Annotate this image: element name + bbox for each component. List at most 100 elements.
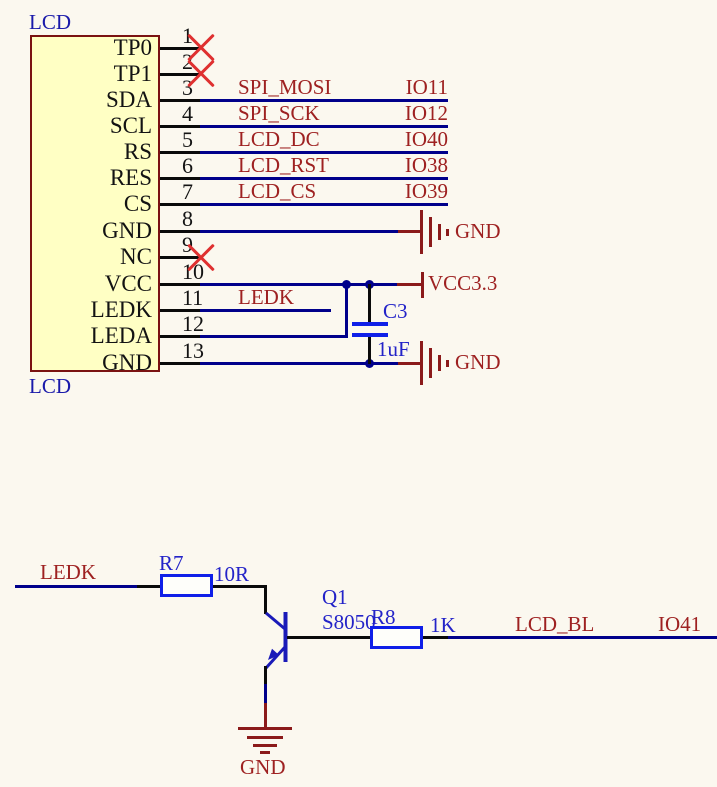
pin-9-stub[interactable] [160,256,200,259]
pin-number: 6 [182,153,193,178]
pin-name: RS [123,139,152,164]
pin-11-stub[interactable] [160,309,200,312]
cap-designator[interactable]: C3 [383,299,408,323]
pin-number: 8 [182,206,193,231]
gnd-bar [238,727,292,730]
pin-5-stub[interactable] [160,151,200,154]
wire-lcd-rst[interactable] [200,177,448,180]
gnd-power-label[interactable]: GND [240,755,286,779]
lcd-designator-top[interactable]: LCD [29,10,71,34]
net-label[interactable]: LEDK [238,285,294,309]
gnd-symbol-pin13[interactable] [398,362,420,365]
pin-number: 10 [182,259,204,284]
wire-emitter-gnd[interactable] [264,684,267,704]
io-label[interactable]: IO11 [405,75,448,99]
r7-pin-left [137,585,160,588]
r8-value[interactable]: 1K [430,613,456,637]
net-label[interactable]: SPI_SCK [238,101,320,125]
pin-number: 5 [182,127,193,152]
pin-2-stub[interactable] [160,73,200,76]
capacitor-c3[interactable] [352,322,388,326]
net-label[interactable]: SPI_MOSI [238,75,332,99]
emitter-arrow-icon [268,648,279,660]
pin-name: LEDK [90,297,152,322]
cap-value[interactable]: 1uF [377,337,410,361]
pin-10-stub[interactable] [160,283,200,286]
pin-name: RES [109,165,152,190]
io-label[interactable]: IO39 [404,179,448,203]
io-label[interactable]: IO38 [404,153,448,177]
net-label[interactable]: LEDK [40,560,96,584]
wire-pin13-gnd[interactable] [200,362,398,365]
lcd-designator-bottom[interactable]: LCD [29,374,71,398]
vcc-symbol[interactable] [397,283,422,286]
junction-dot [342,280,351,289]
pin-7-stub[interactable] [160,203,200,206]
pin-number: 3 [182,75,193,100]
wire-lcd-dc[interactable] [200,151,448,154]
wire-spi-sck[interactable] [200,125,448,128]
wire-pin8-gnd[interactable] [200,230,398,233]
pin-6-stub[interactable] [160,177,200,180]
gnd-symbol-stem[interactable] [264,703,267,729]
transistor-q1[interactable] [250,600,295,675]
no-connect-x-icon [187,243,215,271]
wire-r7-collector[interactable] [213,585,267,588]
net-label[interactable]: LCD_RST [238,153,330,177]
pin-number: 7 [182,179,193,204]
wire-lcd-bl[interactable] [448,636,717,639]
wire-pin12-leda[interactable] [200,335,348,338]
vcc-power-label[interactable]: VCC3.3 [428,271,498,295]
resistor-r7[interactable] [160,574,213,597]
no-connect-x-icon [187,59,215,87]
gnd-power-label[interactable]: GND [455,350,501,374]
net-label[interactable]: LCD_BL [515,612,595,636]
capacitor-c3-plate[interactable] [352,333,388,337]
r7-value[interactable]: 10R [214,562,250,586]
pin-12-stub[interactable] [160,335,200,338]
pin-number: 11 [182,285,204,310]
pin-13-stub[interactable] [160,362,200,365]
gnd-power-label[interactable]: GND [455,219,501,243]
pin-1-stub[interactable] [160,47,200,50]
gnd-bar [247,736,283,739]
net-label[interactable]: LCD_DC [238,127,320,151]
r7-designator[interactable]: R7 [159,551,184,575]
r8-designator[interactable]: R8 [371,605,396,629]
wire-leda-up[interactable] [345,283,348,338]
gnd-bar [438,224,441,240]
gnd-bar [446,360,449,367]
io-label[interactable]: IO12 [404,101,448,125]
pin-number: 13 [182,338,204,363]
pin-4-stub[interactable] [160,125,200,128]
gnd-bar [260,751,270,754]
vcc-bar [421,272,424,298]
no-connect-x-icon [187,33,215,61]
io-label[interactable]: IO41 [658,612,702,636]
wire-pin11-ledk[interactable] [200,309,331,312]
wire-base-r8[interactable] [287,636,371,639]
r8-pin-right [423,636,449,639]
wire-lcd-cs[interactable] [200,203,448,206]
q1-designator[interactable]: Q1 [322,585,348,609]
lcd-component-body[interactable] [30,35,160,372]
net-label[interactable]: LCD_CS [238,179,317,203]
pin-8-stub[interactable] [160,230,200,233]
collector-lead [264,586,267,614]
pin-name: NC [120,244,152,269]
io-label[interactable]: IO40 [404,127,448,151]
pin-number: 12 [182,311,204,336]
pin-3-stub[interactable] [160,99,200,102]
wire-ledk-in[interactable] [15,585,137,588]
gnd-symbol-pin8[interactable] [398,230,420,233]
pin-name: LEDA [90,323,152,348]
q1-part-number[interactable]: S8050 [322,610,376,634]
emitter-lead [264,666,267,684]
pin-name: GND [102,218,152,243]
wire-spi-mosi[interactable] [200,99,448,102]
wire-pin10-vcc[interactable] [200,283,397,286]
gnd-bar [446,229,449,236]
resistor-r8[interactable] [370,626,423,649]
pin-name: SDA [105,87,152,112]
